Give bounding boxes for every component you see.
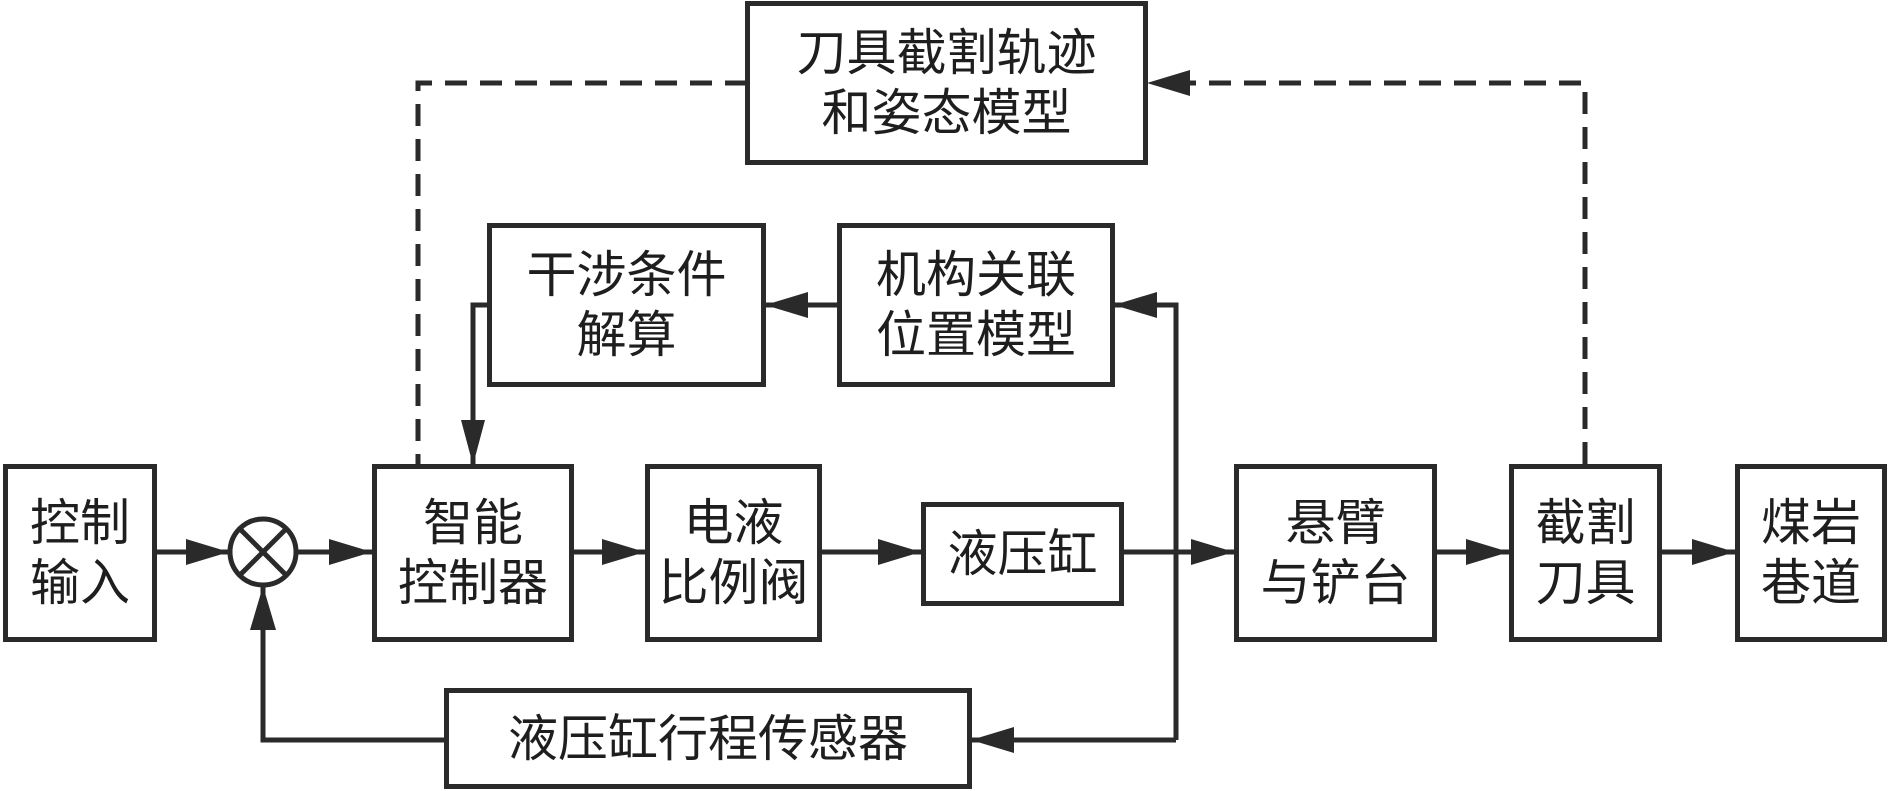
cutting-tool-label: 截割 刀具	[1535, 494, 1636, 612]
arrowhead	[1692, 539, 1735, 565]
hydraulic-cylinder-label: 液压缸	[947, 525, 1098, 583]
dashed-trajectory-model-to-controller	[415, 80, 747, 465]
boom-and-shovel-label: 悬臂 与铲台	[1260, 494, 1411, 612]
hydraulic-cylinder-block: 液压缸	[921, 502, 1124, 606]
intelligent-controller-block: 智能 控制器	[372, 464, 574, 642]
proportional-valve-label: 电液 比例阀	[658, 494, 809, 612]
arrowhead	[602, 539, 645, 565]
coal-rock-roadway-label: 煤岩 巷道	[1761, 494, 1861, 612]
arrowhead	[1191, 539, 1234, 565]
coal-rock-roadway-block: 煤岩 巷道	[1735, 464, 1887, 642]
arrowhead	[765, 292, 808, 318]
arrow-sensor-to-junction	[260, 586, 444, 743]
proportional-valve-block: 电液 比例阀	[645, 464, 822, 642]
mechanism-position-model-label: 机构关联 位置模型	[876, 246, 1076, 364]
control-input-label: 控制 输入	[30, 494, 130, 612]
arrowhead	[329, 539, 372, 565]
arrowhead	[250, 586, 276, 630]
summing-junction	[227, 516, 299, 588]
interference-solver-label: 干涉条件 解算	[526, 246, 727, 364]
mechanism-position-model-block: 机构关联 位置模型	[837, 223, 1115, 387]
dashed-tool-to-trajectory-model	[1190, 80, 1588, 464]
interference-solver-block: 干涉条件 解算	[487, 223, 766, 387]
arrowhead	[971, 727, 1014, 753]
arrowhead	[186, 539, 229, 565]
cutting-tool-block: 截割 刀具	[1509, 464, 1662, 642]
boom-and-shovel-block: 悬臂 与铲台	[1234, 464, 1437, 642]
arrowhead	[1147, 70, 1190, 96]
arrow-interference-to-controller	[470, 302, 488, 465]
arrowhead	[878, 539, 921, 565]
trajectory-model-label: 刀具截割轨迹 和姿态模型	[796, 24, 1097, 142]
arrowhead	[1114, 292, 1157, 318]
arrowhead	[461, 420, 485, 465]
arrowhead	[1466, 539, 1509, 565]
intelligent-controller-label: 智能 控制器	[398, 494, 548, 612]
stroke-sensor-block: 液压缸行程传感器	[444, 688, 972, 789]
stroke-sensor-label: 液压缸行程传感器	[508, 709, 908, 768]
control-input-block: 控制 输入	[3, 464, 157, 642]
trajectory-model-block: 刀具截割轨迹 和姿态模型	[745, 1, 1148, 165]
